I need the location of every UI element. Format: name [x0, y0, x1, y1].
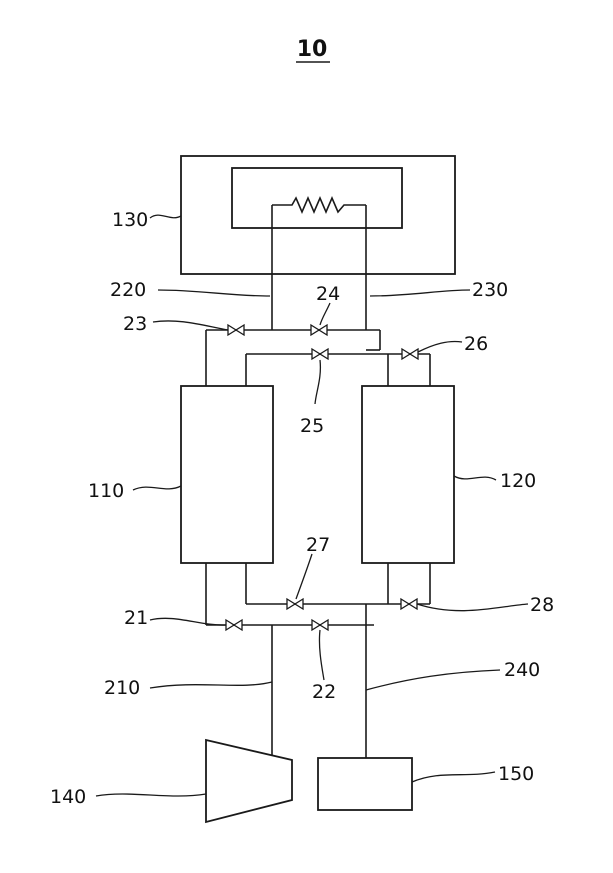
valve-26-icon	[402, 349, 418, 359]
valve-28-icon	[401, 599, 417, 609]
leader-28	[417, 604, 528, 611]
figure-title: 10	[297, 37, 328, 62]
component-110	[181, 386, 273, 563]
label-26: 26	[464, 333, 488, 355]
label-140: 140	[50, 786, 86, 808]
leader-150	[412, 772, 495, 782]
label-22: 22	[312, 681, 336, 703]
leader-25	[315, 360, 320, 404]
valve-27-icon	[287, 599, 303, 609]
label-21: 21	[124, 607, 148, 629]
leader-140	[96, 794, 206, 796]
label-240: 240	[504, 659, 540, 681]
leader-24	[320, 303, 330, 325]
label-24: 24	[316, 283, 340, 305]
valve-21-icon	[226, 620, 242, 630]
valve-25-icon	[312, 349, 328, 359]
component-140	[206, 740, 292, 822]
valve-22-icon	[312, 620, 328, 630]
leader-22	[319, 630, 324, 680]
leader-23	[153, 321, 228, 330]
valve-23-icon	[228, 325, 244, 335]
label-28: 28	[530, 594, 554, 616]
leader-230	[370, 290, 470, 296]
valve-24-icon	[311, 325, 327, 335]
component-120	[362, 386, 454, 563]
label-220: 220	[110, 279, 146, 301]
label-210: 210	[104, 677, 140, 699]
leader-120	[454, 476, 496, 480]
label-150: 150	[498, 763, 534, 785]
label-110: 110	[88, 480, 124, 502]
component-130-inner	[232, 168, 402, 228]
leader-240	[366, 670, 500, 690]
label-27: 27	[306, 534, 330, 556]
leader-26	[418, 341, 462, 352]
leader-27	[296, 554, 312, 599]
label-23: 23	[123, 313, 147, 335]
leader-210	[150, 682, 272, 688]
label-120: 120	[500, 470, 536, 492]
leader-220	[158, 290, 270, 296]
label-25: 25	[300, 415, 324, 437]
leader-21	[150, 618, 226, 625]
leader-110	[133, 486, 181, 490]
label-230: 230	[472, 279, 508, 301]
label-130: 130	[112, 209, 148, 231]
component-150	[318, 758, 412, 810]
leader-130	[150, 215, 181, 218]
